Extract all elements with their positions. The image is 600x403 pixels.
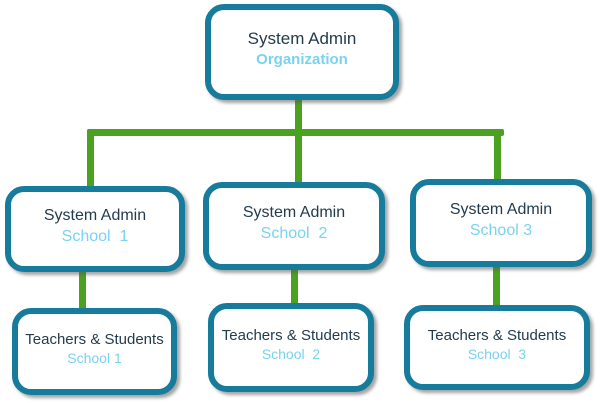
connector-horizontal-bar [87, 129, 504, 136]
school2-admin-node: System Admin School 2 [203, 182, 385, 270]
node-title: System Admin [449, 201, 553, 219]
connector-right-drop [494, 129, 501, 185]
node-title: Teachers & Students [427, 326, 567, 344]
school3-admin-node: System Admin School 3 [410, 179, 592, 267]
node-subtitle: School 3 [467, 345, 527, 362]
connector-school3-staff-drop [493, 263, 500, 310]
node-subtitle: School 2 [260, 224, 328, 242]
org-root-node: System Admin Organization [205, 4, 399, 100]
school1-admin-node: System Admin School 1 [5, 186, 185, 272]
connector-left-drop [87, 129, 94, 191]
node-subtitle: Organization [256, 51, 348, 69]
connector-school1-staff-drop [79, 268, 86, 313]
node-title: Teachers & Students [25, 330, 164, 348]
node-title: System Admin [247, 29, 357, 49]
node-title: Teachers & Students [221, 326, 361, 344]
node-subtitle: School 2 [261, 345, 321, 362]
school1-staff-node: Teachers & Students School 1 [12, 308, 177, 395]
connector-root-vertical [295, 96, 302, 188]
node-title: System Admin [242, 204, 346, 222]
node-subtitle: School 1 [61, 227, 129, 245]
school3-staff-node: Teachers & Students School 3 [404, 305, 590, 390]
node-subtitle: School 1 [67, 349, 122, 366]
school2-staff-node: Teachers & Students School 2 [208, 303, 374, 392]
connector-school2-staff-drop [291, 266, 298, 308]
node-title: System Admin [43, 207, 147, 225]
node-subtitle: School 3 [469, 221, 533, 239]
